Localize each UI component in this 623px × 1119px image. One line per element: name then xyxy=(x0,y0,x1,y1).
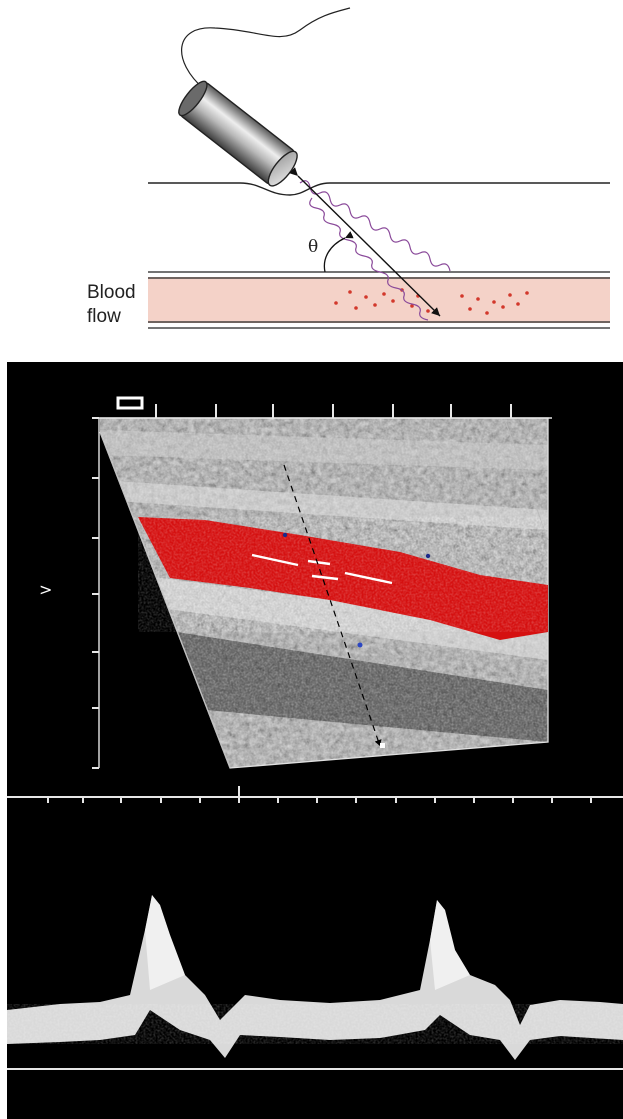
emitted-wave xyxy=(300,181,450,271)
vessel xyxy=(148,272,610,328)
skin-surface-line xyxy=(148,183,610,195)
blood-flow-label-line1: Blood xyxy=(87,282,136,304)
probe-cable xyxy=(182,8,350,90)
schematic xyxy=(148,8,610,328)
angle-theta-label: θ xyxy=(308,237,318,257)
angle-arc-icon xyxy=(324,238,345,272)
transducer-probe-icon xyxy=(174,78,302,191)
blood-flow-label-line2: flow xyxy=(87,306,121,328)
scan-position-marker: > xyxy=(39,580,52,599)
